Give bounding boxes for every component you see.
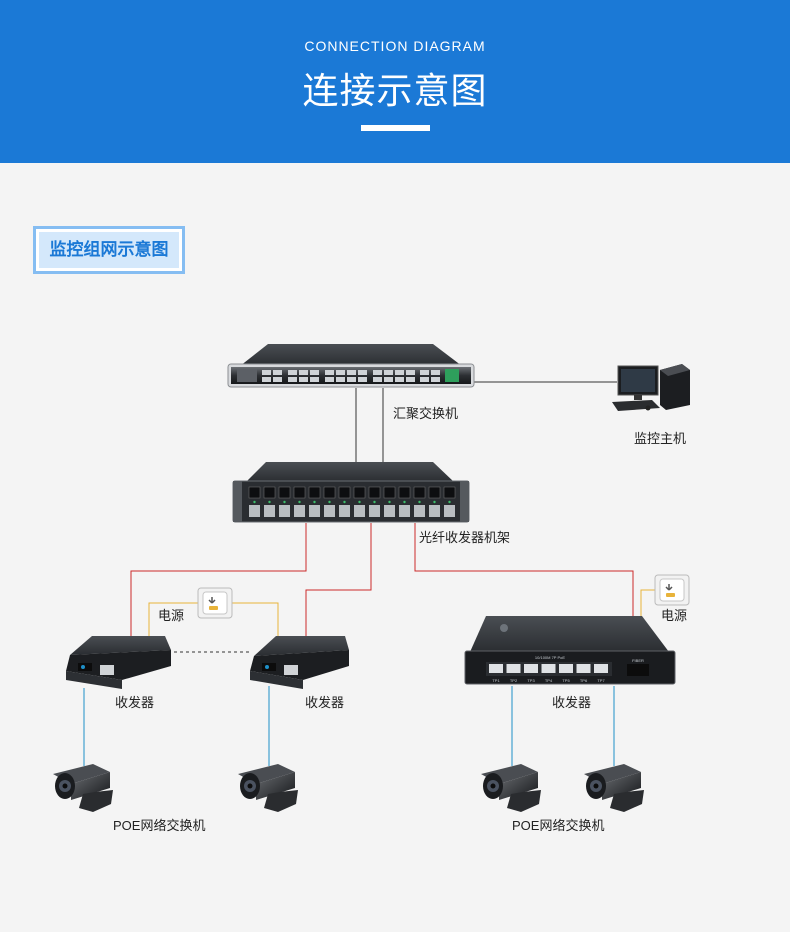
poe-port — [559, 664, 573, 673]
poe-port — [594, 664, 608, 673]
poe-port-label: TP1 — [492, 678, 500, 683]
poe-switch-device: TP1 TP2 TP3 TP4 TP5 TP6 TP7 10/100M 7P PoE FIB… — [464, 616, 676, 685]
transceiver-mid-device — [250, 636, 349, 689]
poe-model-text: 10/100M 7P PoE — [535, 655, 566, 660]
core-switch-label: 汇聚交换机 — [393, 407, 459, 422]
monitor-host-label: 监控主机 — [634, 432, 687, 447]
power-left-label: 电源 — [158, 609, 185, 624]
header-title: 连接示意图 — [302, 71, 488, 112]
poe-port — [576, 664, 591, 673]
poe-port-label: TP5 — [562, 678, 570, 683]
poe-port — [524, 664, 538, 673]
poe-port-label: TP2 — [510, 678, 518, 683]
camera-1 — [53, 764, 113, 812]
poe-fiber-text: FIBER — [632, 658, 644, 663]
section-tag: 监控组网示意图 — [33, 226, 185, 274]
monitor-host-device — [612, 364, 690, 411]
poe-port — [489, 664, 503, 673]
poe-left-label: POE网络交换机 — [113, 818, 206, 833]
section-tag-label: 监控组网示意图 — [49, 240, 169, 260]
poe-right-label: POE网络交换机 — [512, 818, 605, 833]
power-right-label: 电源 — [661, 609, 688, 624]
poe-port-label: TP3 — [527, 678, 535, 683]
poe-port — [541, 664, 556, 673]
poe-port-label: TP6 — [580, 678, 588, 683]
core-switch-device — [227, 344, 475, 388]
power-outlet-right — [654, 574, 690, 606]
copper-links — [130, 523, 634, 645]
header-underline — [361, 125, 430, 131]
poe-port — [506, 664, 521, 673]
transceiver-left-label: 收发器 — [115, 696, 155, 711]
poe-port-label: TP7 — [597, 678, 605, 683]
camera-links — [83, 686, 615, 766]
transceiver-left-device — [66, 636, 171, 689]
link-switch-to-chassis — [355, 388, 384, 466]
header-banner: CONNECTION DIAGRAM 连接示意图 — [0, 0, 790, 163]
camera-2 — [238, 764, 298, 812]
header-subtitle: CONNECTION DIAGRAM — [304, 38, 486, 54]
camera-3 — [481, 764, 541, 812]
poe-port-label: TP4 — [545, 678, 553, 683]
camera-4 — [584, 764, 644, 812]
transceiver-mid-label: 收发器 — [305, 696, 345, 711]
fiber-chassis-device — [232, 462, 470, 523]
fiber-chassis-label: 光纤收发器机架 — [419, 531, 511, 546]
power-outlet-left — [197, 587, 233, 619]
transceiver-right-label: 收发器 — [552, 696, 592, 711]
